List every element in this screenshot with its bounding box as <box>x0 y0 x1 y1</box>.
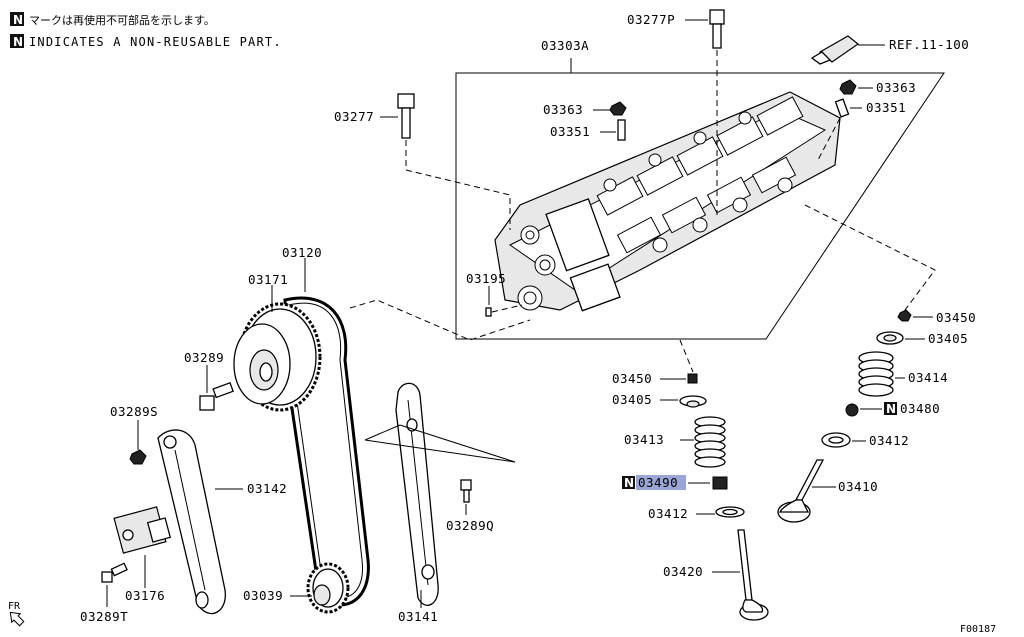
rocker-shaft-assembly <box>494 91 841 312</box>
note-english: INDICATES A NON-REUSABLE PART. <box>29 35 282 49</box>
non-reusable-mark-2: N <box>13 35 23 49</box>
exhaust-valve-03420 <box>737 529 769 621</box>
valve-stem-seal-03480 <box>845 403 859 417</box>
label-03490[interactable]: 03490 <box>638 475 678 490</box>
label-03405-left[interactable]: 03405 <box>612 392 652 407</box>
arrow-icon <box>9 611 25 627</box>
valve-cap-03450-right <box>897 309 912 322</box>
bolt-03277P <box>709 9 725 49</box>
nut-03363-right <box>839 79 857 95</box>
label-03142[interactable]: 03142 <box>247 481 287 496</box>
sealant-tube-icon <box>810 35 860 65</box>
bolt-03289S <box>129 449 147 465</box>
crank-sprocket-03039 <box>306 562 350 614</box>
non-reusable-mark-icon <box>622 476 635 489</box>
label-03405-right[interactable]: 03405 <box>928 331 968 346</box>
label-03277[interactable]: 03277 <box>334 109 374 124</box>
non-reusable-mark-03480: N <box>886 402 896 416</box>
chain-tensioner-03176 <box>113 506 172 554</box>
tensioner-lever-03142 <box>157 429 226 615</box>
label-03351-left[interactable]: 03351 <box>550 124 590 139</box>
non-reusable-mark-icon <box>884 402 897 415</box>
label-03363-left[interactable]: 03363 <box>543 102 583 117</box>
figure-code: F00187 <box>960 624 996 635</box>
label-03277P[interactable]: 03277P <box>627 12 675 27</box>
non-reusable-mark-icon <box>10 12 24 26</box>
valve-cap-03450-left <box>687 373 698 384</box>
non-reusable-mark-1: N <box>13 13 23 27</box>
highlight-03490 <box>636 475 686 490</box>
label-03195[interactable]: 03195 <box>466 271 506 286</box>
label-03413[interactable]: 03413 <box>624 432 664 447</box>
label-03450-right[interactable]: 03450 <box>936 310 976 325</box>
label-03176[interactable]: 03176 <box>125 588 165 603</box>
spring-retainer-03405-right <box>876 331 904 345</box>
valve-spring-seat-03412-left <box>715 506 745 518</box>
valve-spring-seat-03412-right <box>821 432 851 448</box>
label-03289T[interactable]: 03289T <box>80 609 128 624</box>
spring-retainer-03405-left <box>679 395 707 408</box>
label-03363-right[interactable]: 03363 <box>876 80 916 95</box>
valve-spring-03414 <box>858 351 894 397</box>
chain-guide-03141 <box>395 382 439 606</box>
assembly-frame <box>455 72 945 340</box>
bolt-03289 <box>199 381 234 411</box>
note-japanese: マークは再使用不可部品を示します。 <box>29 13 215 27</box>
cam-sprocket-03171 <box>233 302 322 412</box>
intake-valve-03410 <box>777 459 825 523</box>
front-direction-indicator: FR <box>8 601 25 627</box>
bolt-03277 <box>397 93 415 139</box>
label-03303A[interactable]: 03303A <box>541 38 589 53</box>
label-03289[interactable]: 03289 <box>184 350 224 365</box>
label-ref-11-100[interactable]: REF.11-100 <box>889 37 969 52</box>
bolt-03289Q <box>460 479 472 503</box>
label-03480[interactable]: 03480 <box>900 401 940 416</box>
label-03412-right[interactable]: 03412 <box>869 433 909 448</box>
label-03039[interactable]: 03039 <box>243 588 283 603</box>
non-reusable-mark-icon <box>10 34 24 48</box>
label-03120[interactable]: 03120 <box>282 245 322 260</box>
valve-spring-03413 <box>694 416 726 468</box>
label-03410[interactable]: 03410 <box>838 479 878 494</box>
label-03171[interactable]: 03171 <box>248 272 288 287</box>
label-03450-left[interactable]: 03450 <box>612 371 652 386</box>
stud-03351-right <box>834 98 850 118</box>
label-03351-right[interactable]: 03351 <box>866 100 906 115</box>
non-reusable-mark-03490: N <box>624 476 634 490</box>
label-03420[interactable]: 03420 <box>663 564 703 579</box>
bolt-03289T <box>101 562 128 583</box>
label-03141[interactable]: 03141 <box>398 609 438 624</box>
label-03412-left[interactable]: 03412 <box>648 506 688 521</box>
valve-stem-seal-03490 <box>712 476 728 490</box>
label-03289S[interactable]: 03289S <box>110 404 158 419</box>
label-fr: FR <box>8 601 21 612</box>
label-03414[interactable]: 03414 <box>908 370 948 385</box>
stud-03351-left <box>617 119 626 141</box>
pin-03195 <box>485 307 492 317</box>
nut-03363-left <box>609 101 627 116</box>
label-03289Q[interactable]: 03289Q <box>446 518 494 533</box>
header-legend: N マークは再使用不可部品を示します。 N INDICATES A NON-RE… <box>10 12 282 49</box>
